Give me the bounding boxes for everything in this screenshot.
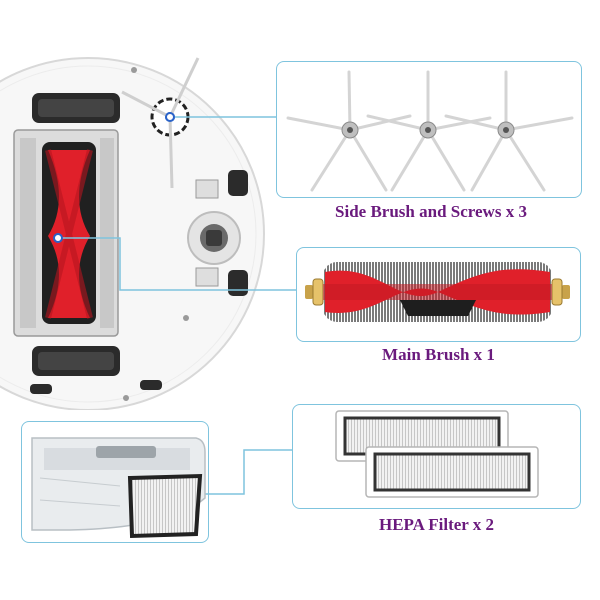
side-brush-2 (366, 70, 492, 192)
side-brush-group (286, 70, 574, 192)
hepa-filter-2 (365, 446, 539, 498)
side-brush-caption: Side Brush and Screws x 3 (335, 202, 527, 221)
side-brush-1 (286, 70, 412, 192)
main-brush-caption: Main Brush x 1 (382, 345, 495, 364)
side-brush-3 (444, 70, 574, 192)
main-brush (305, 262, 570, 322)
dustbin-with-filter (31, 437, 206, 539)
hepa-filter-caption: HEPA Filter x 2 (378, 515, 495, 534)
robot-vacuum-underside (0, 57, 265, 410)
